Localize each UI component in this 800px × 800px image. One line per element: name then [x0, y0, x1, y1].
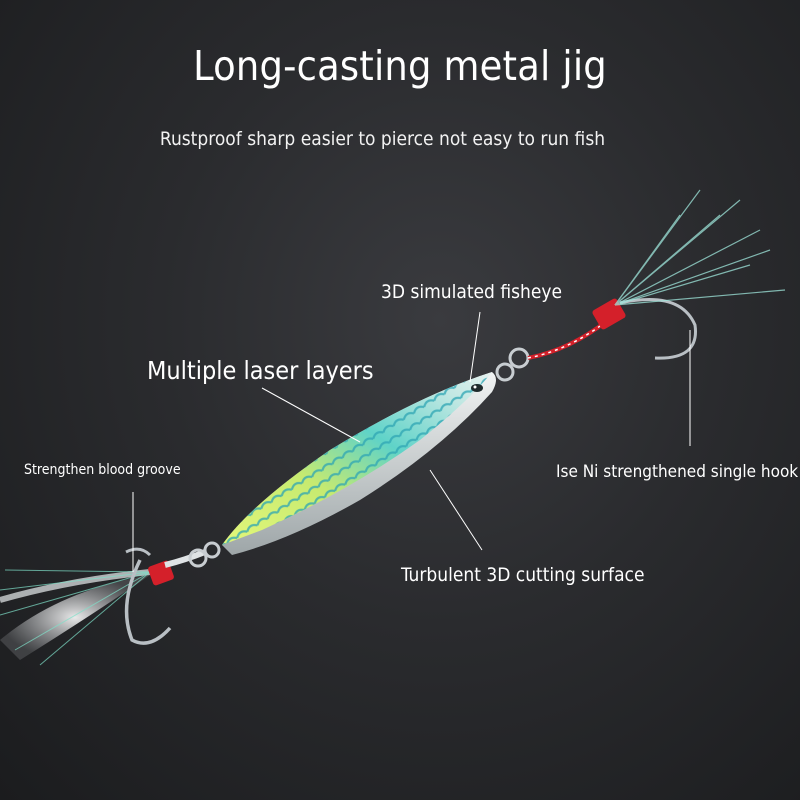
jig-body [222, 372, 496, 555]
callout-single-hook: Ise Ni strengthened single hook [556, 462, 799, 482]
page-title: Long-casting metal jig [193, 42, 607, 90]
callout-fisheye: 3D simulated fisheye [381, 281, 563, 303]
fisheye-icon [471, 384, 483, 392]
page-subtitle: Rustproof sharp easier to pierce not eas… [159, 128, 606, 150]
front-single-hook [495, 189, 786, 382]
leader-lines [132, 311, 691, 572]
rear-treble-hook [0, 541, 221, 666]
callout-cutting-surface: Turbulent 3D cutting surface [401, 564, 645, 586]
callout-laser-layers: Multiple laser layers [147, 356, 374, 385]
callout-blood-groove: Strengthen blood groove [24, 462, 181, 478]
